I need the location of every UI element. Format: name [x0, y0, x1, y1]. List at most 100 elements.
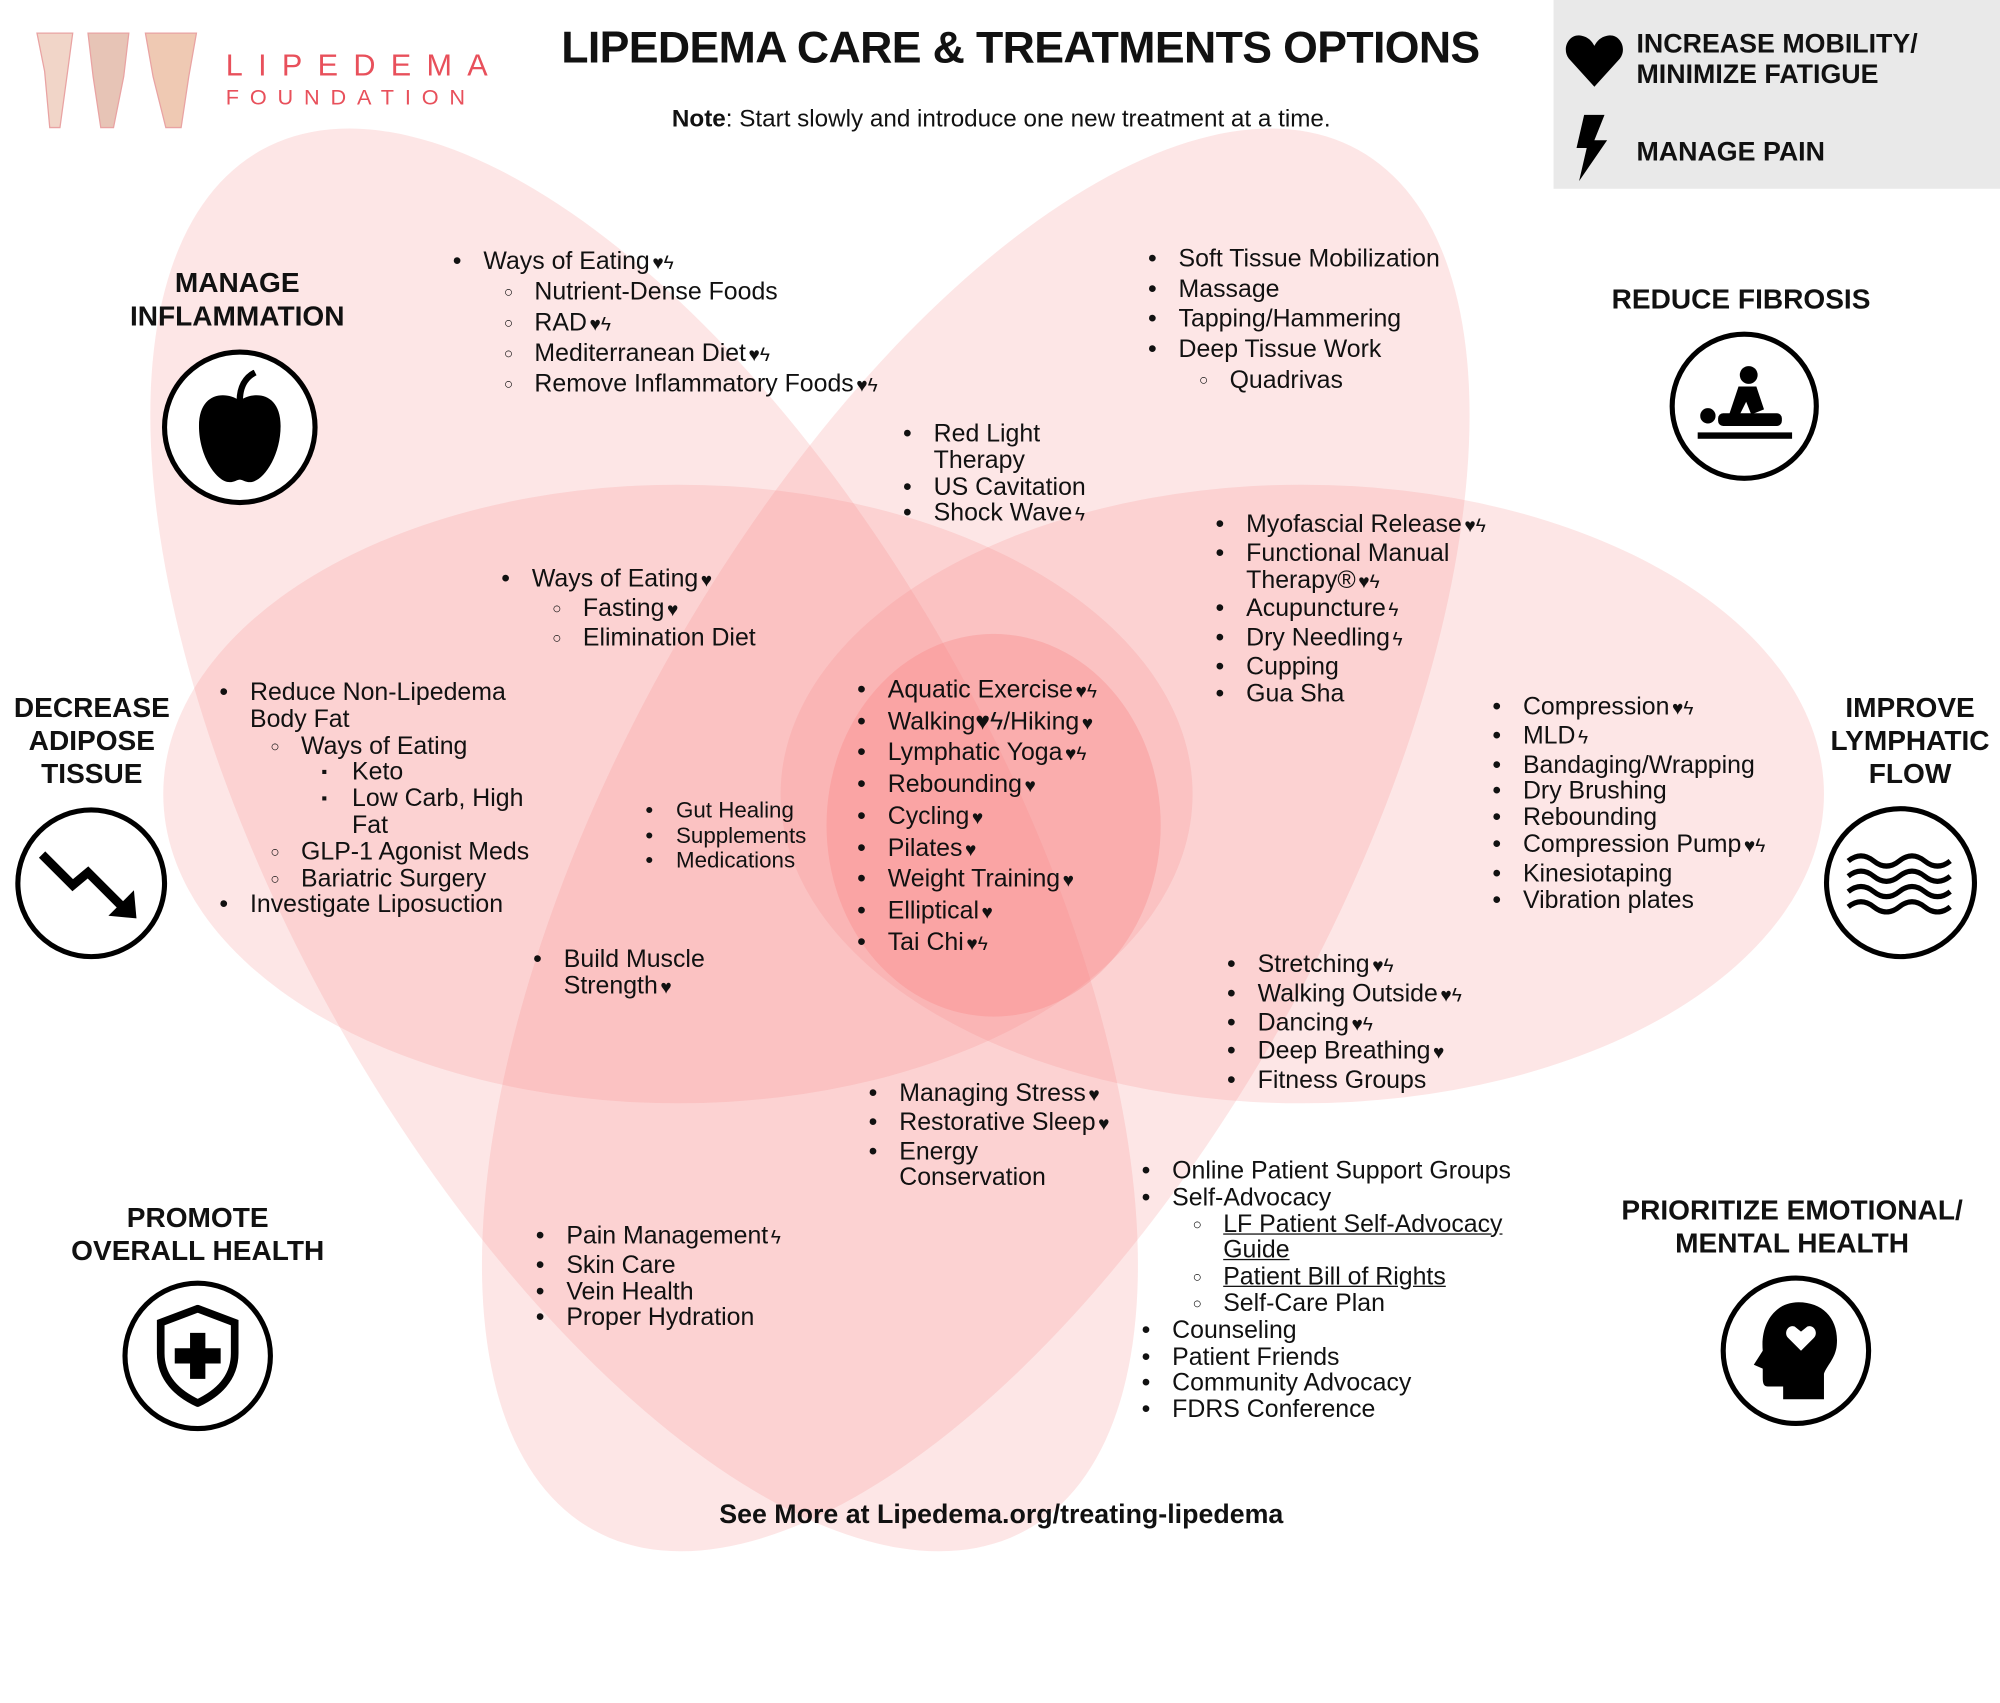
list-item-label: Pilates	[887, 833, 963, 862]
benefit-marker-icon: ♥ϟ	[1743, 835, 1766, 858]
list-item: Remove Inflammatory Foods♥ϟ	[504, 370, 878, 401]
benefit-marker-icon: ♥	[700, 570, 713, 592]
list-item: Proper Hydration	[536, 1305, 781, 1332]
list-item: Lymphatic Yoga♥ϟ	[857, 739, 1097, 771]
list-item: Vein Health	[536, 1277, 781, 1306]
list-item-label: Medications	[676, 846, 796, 873]
benefit-marker-icon: ♥ϟ	[1440, 984, 1462, 1007]
list-item: Rebounding♥	[857, 771, 1097, 803]
footer-link[interactable]: See More at Lipedema.org/treating-lipede…	[719, 1499, 1284, 1530]
list-item-label: Dancing	[1257, 1008, 1349, 1037]
list-item-label: Quadrivas	[1229, 365, 1343, 394]
massage-therapy-icon	[1669, 331, 1819, 481]
list-fibrosis-lymphatic: Myofascial Release♥ϟFunctional Manual Th…	[1216, 511, 1490, 707]
list-item: Tai Chi♥ϟ	[857, 928, 1097, 960]
list-item-label: Massage	[1178, 275, 1280, 304]
category-promote-overall-health: PROMOTE OVERALL HEALTH	[71, 1201, 325, 1267]
list-item: Deep Breathing♥	[1227, 1037, 1462, 1068]
list-item: Cupping	[1216, 654, 1490, 681]
trending-down-arrow-icon	[15, 807, 168, 960]
list-item-label: Energy Conservation	[899, 1137, 1046, 1192]
list-item-label: Shock Wave	[933, 499, 1073, 528]
list-item-label: Gua Sha	[1246, 679, 1345, 708]
logo-text-lipedema: LIPEDEMA	[225, 48, 504, 83]
list-item-label: Deep Breathing	[1257, 1037, 1431, 1066]
category-decrease-adipose-tissue: DECREASE ADIPOSE TISSUE	[13, 691, 170, 790]
list-item-label: Lymphatic Yoga	[887, 739, 1063, 768]
list-item: FDRS Conference	[1142, 1395, 1550, 1424]
category-prioritize-emotional-mental-health: PRIORITIZE EMOTIONAL/ MENTAL HEALTH	[1621, 1193, 1963, 1259]
list-item: Community Advocacy	[1142, 1370, 1550, 1397]
benefit-marker-icon: ♥ϟ	[589, 313, 612, 335]
list-item-label: Red Light Therapy	[933, 419, 1041, 475]
list-item: Stretching♥ϟ	[1227, 951, 1462, 981]
list-item: Low Carb, High Fat	[321, 784, 557, 840]
benefit-marker-icon: ♥ϟ	[748, 344, 771, 366]
list-overall-emotional: Managing Stress♥Restorative Sleep♥Energy…	[869, 1080, 1124, 1191]
list-item: Reduce Non-Lipedema Body Fat	[219, 679, 557, 733]
list-item-label: GLP-1 Agonist Meds	[301, 837, 530, 866]
benefit-marker-icon: ♥ϟ	[1672, 697, 1694, 720]
list-item: Self-Advocacy	[1142, 1183, 1550, 1212]
benefit-marker-icon: ♥	[667, 599, 679, 621]
list-item-link[interactable]: Patient Bill of Rights	[1223, 1262, 1446, 1292]
list-item: Investigate Liposuction	[219, 892, 557, 919]
list-item-label: Self-Advocacy	[1172, 1183, 1332, 1212]
list-item-label: Functional Manual Therapy®	[1246, 539, 1450, 594]
logo-text-foundation: FOUNDATION	[225, 85, 476, 110]
list-item: Compression♥ϟ	[1492, 693, 1765, 723]
list-item-label: Rebounding	[887, 770, 1022, 799]
list-item-label: Walking Outside	[1257, 979, 1438, 1008]
list-adipose: Reduce Non-Lipedema Body FatWays of Eati…	[219, 679, 557, 919]
benefit-marker-icon: ♥ϟ	[856, 375, 878, 397]
note-text: : Start slowly and introduce one new tre…	[725, 105, 1331, 133]
benefit-marker-icon: ♥	[971, 807, 984, 829]
list-item-label: Rebounding	[1522, 803, 1658, 832]
heart-icon	[1565, 35, 1623, 87]
benefit-marker-icon: ♥ϟ	[1351, 1013, 1373, 1036]
list-item: Ways of Eating	[270, 732, 557, 760]
list-item[interactable]: LF Patient Self-Advocacy Guide	[1193, 1211, 1550, 1264]
list-item: Build Muscle Strength♥	[533, 946, 724, 1002]
list-item-label: MLD	[1522, 721, 1576, 750]
health-shield-icon	[122, 1280, 273, 1432]
list-item-label: Bandaging/Wrapping	[1522, 750, 1755, 779]
list-item: Medications	[645, 846, 806, 873]
list-item-label: FDRS Conference	[1172, 1395, 1376, 1424]
list-item-label: Keto	[352, 758, 404, 787]
note: Note: Start slowly and introduce one new…	[485, 106, 1518, 134]
legend: INCREASE MOBILITY/ MINIMIZE FATIGUE MANA…	[1553, 0, 2000, 189]
list-item-link[interactable]: LF Patient Self-Advocacy Guide	[1223, 1209, 1503, 1265]
list-item-label: Low Carb, High Fat	[352, 784, 524, 840]
list-item: Mediterranean Diet♥ϟ	[504, 339, 878, 370]
list-item-label: Vein Health	[566, 1277, 694, 1306]
head-heart-icon	[1720, 1275, 1872, 1427]
benefit-marker-icon: ϟ	[1578, 726, 1589, 749]
list-item: Compression Pump♥ϟ	[1492, 831, 1766, 861]
list-item[interactable]: Patient Bill of Rights	[1193, 1264, 1550, 1291]
list-fibrosis: Soft Tissue MobilizationMassageTapping/H…	[1148, 245, 1440, 396]
list-item-label: Acupuncture	[1246, 594, 1386, 623]
list-item-label: Cycling	[887, 802, 970, 831]
list-item: Fitness Groups	[1227, 1067, 1462, 1095]
list-item: Red Light Therapy	[903, 419, 1120, 475]
list-item: Tapping/Hammering	[1148, 305, 1440, 335]
list-item-label: Skin Care	[566, 1251, 676, 1280]
list-item: Fasting♥	[552, 595, 755, 624]
list-item-label: Deep Tissue Work	[1178, 335, 1382, 364]
list-item-label: Online Patient Support Groups	[1172, 1156, 1511, 1185]
list-item: Managing Stress♥	[869, 1080, 1124, 1109]
list-item-label: Vibration plates	[1522, 885, 1694, 914]
list-item: Deep Tissue Work	[1148, 336, 1440, 366]
list-item-label: Build Muscle Strength	[563, 945, 705, 1000]
benefit-marker-icon: ♥	[1098, 1113, 1110, 1135]
list-item: Skin Care	[536, 1252, 781, 1279]
legend-heart-label: INCREASE MOBILITY/ MINIMIZE FATIGUE	[1636, 29, 1918, 90]
benefit-marker-icon: ♥ϟ	[1075, 681, 1098, 703]
list-item: Ways of Eating♥	[501, 566, 755, 595]
benefit-marker-icon: ϟ	[1074, 504, 1086, 527]
